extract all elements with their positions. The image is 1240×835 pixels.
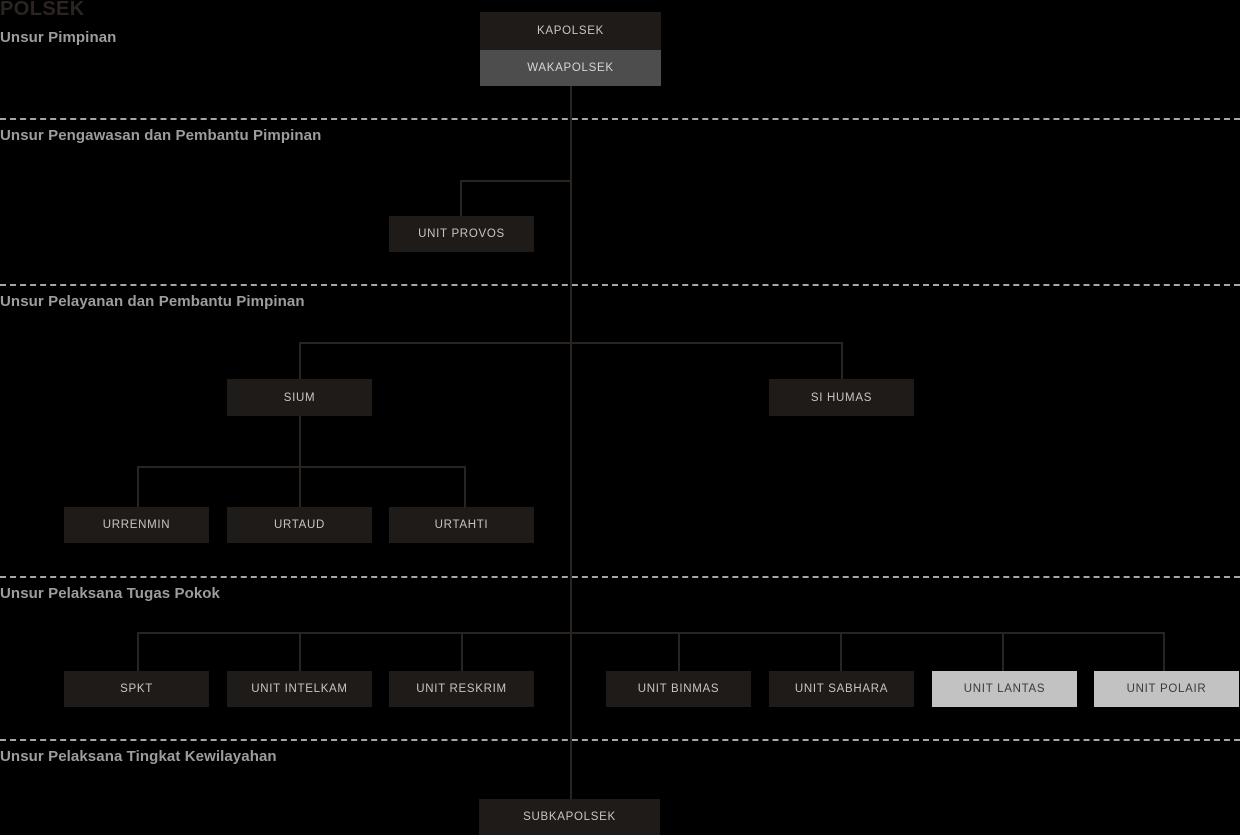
connector-urusan-bar	[137, 466, 466, 468]
node-subkapolsek[interactable]: SUBKAPOLSEK	[479, 799, 660, 835]
connector-reskrim-drop	[461, 632, 463, 671]
node-unit-provos[interactable]: UNIT PROVOS	[389, 216, 534, 252]
connector-pelayanan-bar	[299, 342, 843, 344]
connector-provos-horizontal	[460, 180, 572, 182]
connector-binmas-drop	[678, 632, 680, 671]
connector-sabhara-drop	[840, 632, 842, 671]
section-label-unsur-pimpinan: Unsur Pimpinan	[0, 29, 117, 46]
node-wakapolsek[interactable]: WAKAPOLSEK	[480, 50, 661, 86]
section-label-unsur-pelaksana-tugas-pokok: Unsur Pelaksana Tugas Pokok	[0, 585, 221, 602]
connector-spkt-drop	[137, 632, 139, 671]
node-unit-intelkam[interactable]: UNIT INTELKAM	[227, 671, 372, 707]
node-si-humas[interactable]: SI HUMAS	[769, 379, 914, 416]
divider-kewilayahan	[0, 739, 1240, 741]
connector-sium-stem	[299, 416, 301, 508]
connector-sihumas-drop	[841, 342, 843, 380]
node-unit-polair[interactable]: UNIT POLAIR	[1094, 671, 1239, 707]
node-unit-sabhara[interactable]: UNIT SABHARA	[769, 671, 914, 707]
connector-urtahti-drop	[464, 466, 466, 507]
node-spkt[interactable]: SPKT	[64, 671, 209, 707]
divider-pengawasan	[0, 118, 1240, 120]
section-label-unsur-pelaksana-kewilayahan: Unsur Pelaksana Tingkat Kewilayahan	[0, 748, 277, 765]
connector-polair-drop	[1163, 632, 1165, 671]
connector-intelkam-drop	[299, 632, 301, 671]
node-kapolsek[interactable]: KAPOLSEK	[480, 12, 661, 50]
node-urrenmin[interactable]: URRENMIN	[64, 507, 209, 543]
node-unit-lantas[interactable]: UNIT LANTAS	[932, 671, 1077, 707]
node-unit-binmas[interactable]: UNIT BINMAS	[606, 671, 751, 707]
node-sium[interactable]: SIUM	[227, 379, 372, 416]
page-title: POLSEK	[0, 0, 85, 20]
node-unit-reskrim[interactable]: UNIT RESKRIM	[389, 671, 534, 707]
connector-sium-drop	[299, 342, 301, 380]
connector-provos-drop	[460, 180, 462, 216]
connector-urrenmin-drop	[137, 466, 139, 507]
connector-lantas-drop	[1002, 632, 1004, 671]
divider-tugas-pokok	[0, 576, 1240, 578]
divider-pelayanan	[0, 284, 1240, 286]
section-label-unsur-pelayanan: Unsur Pelayanan dan Pembantu Pimpinan	[0, 293, 305, 310]
node-urtahti[interactable]: URTAHTI	[389, 507, 534, 543]
node-urtaud[interactable]: URTAUD	[227, 507, 372, 543]
spine-main	[570, 86, 572, 800]
connector-tugas-pokok-bar	[137, 632, 1164, 634]
section-label-unsur-pengawasan: Unsur Pengawasan dan Pembantu Pimpinan	[0, 127, 322, 144]
